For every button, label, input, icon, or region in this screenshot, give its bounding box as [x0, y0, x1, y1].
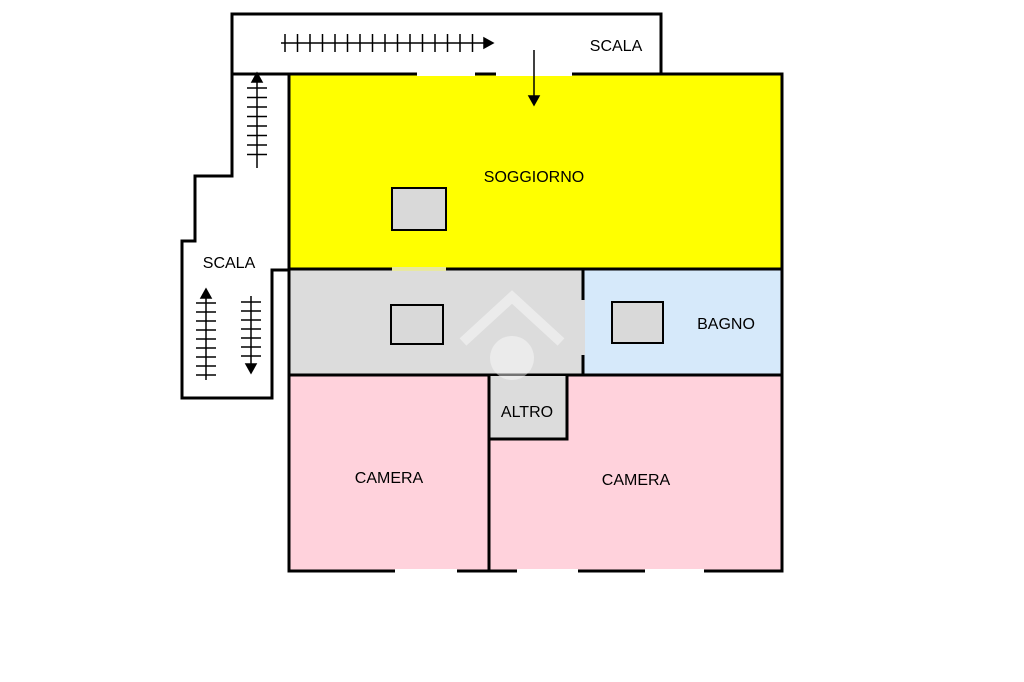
label-altro: ALTRO	[501, 404, 553, 421]
label-scala-left: SCALA	[203, 255, 256, 272]
label-camera-left: CAMERA	[355, 470, 424, 487]
soggiorno-fixture	[391, 187, 447, 231]
stair-arrow-lower-left-down	[241, 296, 261, 375]
room-camera-right	[487, 373, 784, 573]
label-camera-right: CAMERA	[602, 472, 671, 489]
bagno-fixture	[611, 301, 664, 344]
stair-arrow-upper-left	[247, 71, 267, 168]
label-scala-top: SCALA	[590, 38, 643, 55]
corridor-fixture	[390, 304, 444, 345]
label-bagno: BAGNO	[697, 316, 755, 333]
stair-corridor	[180, 12, 663, 400]
watermark-logo	[459, 290, 565, 380]
entry-arrow	[527, 50, 541, 107]
stair-arrow-lower-left-up	[196, 287, 216, 380]
stair-arrow-top	[281, 34, 495, 52]
label-soggiorno: SOGGIORNO	[484, 169, 584, 186]
room-soggiorno	[287, 72, 784, 271]
